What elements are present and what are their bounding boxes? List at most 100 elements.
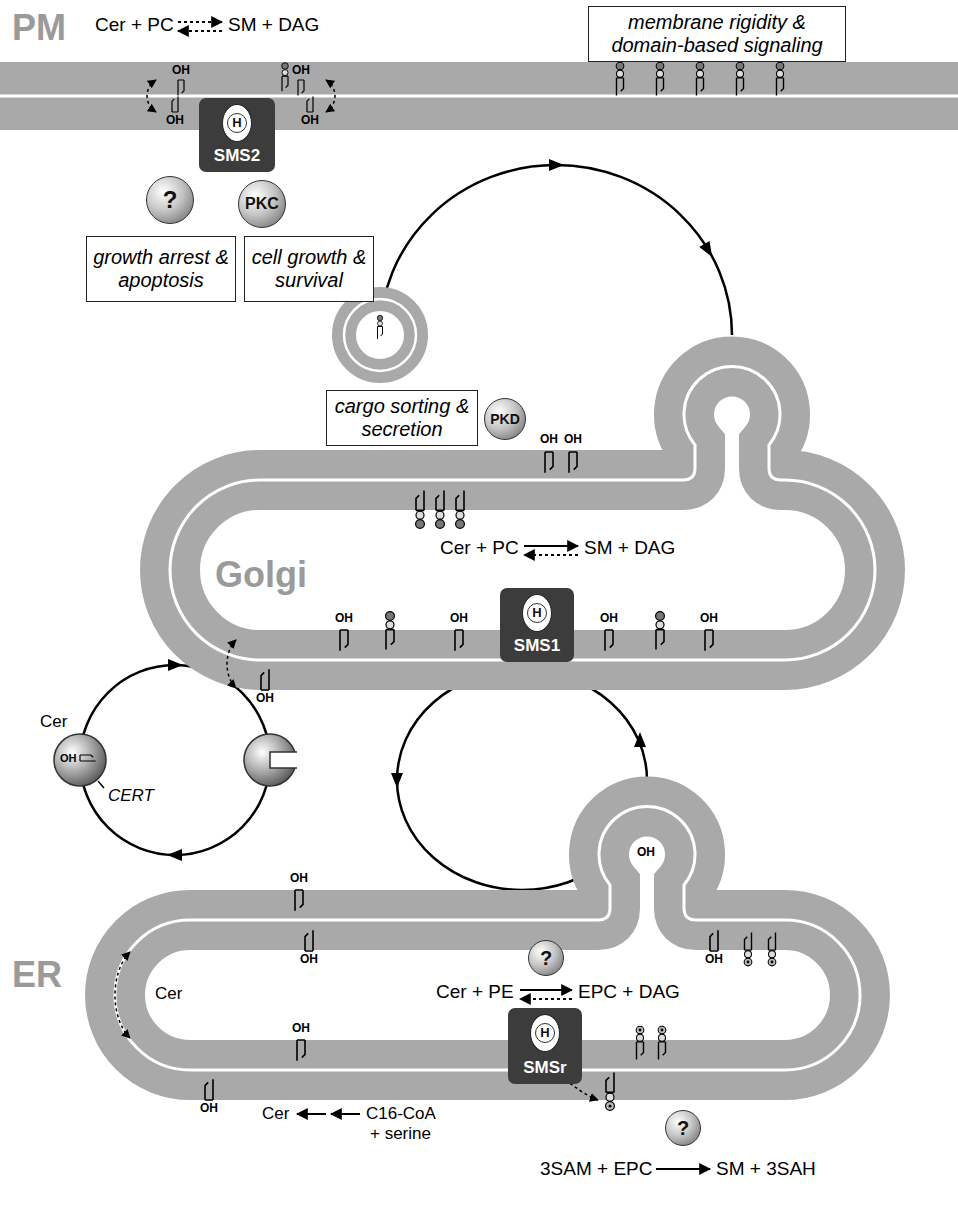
function-text: cargo sorting & secretion	[332, 395, 472, 441]
reaction-text: SM + DAG	[584, 537, 675, 559]
node-text: SMSr	[523, 1058, 566, 1084]
hydroxyl-label: OH	[290, 872, 308, 886]
organelle-shape: GolgiSMS1 H	[140, 320, 910, 700]
hydroxyl-label: OH	[172, 64, 190, 78]
active-site-oval: H	[522, 594, 552, 632]
label-anchor: OH	[290, 872, 308, 886]
hydroxyl-label: OH	[600, 612, 618, 626]
function-box: cargo sorting & secretion	[326, 390, 478, 446]
enzyme-box: SMS2 H	[199, 98, 275, 172]
label-anchor: Cer + PC	[95, 14, 174, 36]
unknown-factor-circle: ?	[528, 940, 564, 976]
label-anchor: OH	[172, 64, 190, 78]
compartment-label: Golgi	[215, 555, 307, 595]
node-text: SMS1	[514, 636, 560, 662]
function-box: growth arrest & apoptosis	[86, 236, 236, 302]
label-anchor: OH	[540, 433, 558, 447]
enzyme-box: SMS1 H	[500, 588, 574, 662]
label-anchor: SM + DAG	[584, 537, 675, 559]
node-text: H	[535, 1023, 555, 1043]
label-anchor: Cer	[155, 984, 182, 1004]
label-anchor: SM + 3SAH	[716, 1158, 816, 1180]
label-anchor: C16-CoA	[366, 1104, 436, 1124]
label-anchor: OH	[301, 114, 319, 128]
hydroxyl-label: OH	[300, 953, 318, 967]
label-anchor: Cer	[40, 712, 67, 732]
node-text: ?	[163, 188, 178, 212]
protein-label: CERT	[108, 786, 154, 806]
function-text: membrane rigidity & domain-based signali…	[594, 11, 840, 57]
unknown-factor-circle: ?	[665, 1110, 701, 1146]
label-anchor: OH	[300, 953, 318, 967]
function-box: membrane rigidity & domain-based signali…	[588, 6, 846, 62]
er-membrane	[0, 760, 900, 1120]
label-anchor: OH	[200, 1102, 218, 1116]
hydroxyl-label: OH	[166, 114, 184, 128]
node-text: H	[227, 113, 247, 133]
label-anchor: Cer	[262, 1104, 289, 1124]
hydroxyl-label: OH	[540, 433, 558, 447]
label-anchor: OH	[637, 846, 655, 860]
hydroxyl-label: OH	[637, 846, 655, 860]
unknown-factor-circle: ?	[146, 176, 194, 224]
reaction-text: Cer + PC	[95, 14, 174, 36]
node-text: H	[527, 603, 547, 623]
organelle-shape: ER? SMSr H	[0, 760, 900, 1120]
label-anchor: OH	[564, 433, 582, 447]
label-anchor: EPC + DAG	[578, 981, 680, 1003]
kinase-circle: PKD	[484, 398, 526, 440]
reaction-text: SM + 3SAH	[716, 1158, 816, 1180]
hydroxyl-label: OH	[335, 612, 353, 626]
label-anchor: OH	[600, 612, 618, 626]
label-anchor: SM + DAG	[228, 14, 319, 36]
hydroxyl-label: OH	[292, 64, 310, 78]
hydroxyl-label: OH	[200, 1102, 218, 1116]
node-text: ?	[677, 1118, 689, 1138]
label-anchor: OH	[700, 612, 718, 626]
hydroxyl-label: OH	[564, 433, 582, 447]
label-anchor: OH	[335, 612, 353, 626]
function-text: cell growth & survival	[250, 246, 368, 292]
lipid-label: Cer	[40, 712, 67, 732]
label-anchor: OH	[705, 953, 723, 967]
label-anchor: 3SAM + EPC	[540, 1158, 652, 1180]
lipid-label: C16-CoA	[366, 1104, 436, 1124]
reaction-text: EPC + DAG	[578, 981, 680, 1003]
kinase-circle: PKC	[238, 180, 286, 228]
hydroxyl-label: OH	[700, 612, 718, 626]
label-anchor: Cer + PE	[436, 981, 514, 1003]
label-anchor: OH	[166, 114, 184, 128]
reaction-text: Cer + PE	[436, 981, 514, 1003]
hydroxyl-label: OH	[60, 752, 77, 765]
lipid-label: Cer	[262, 1104, 289, 1124]
active-site-oval: H	[530, 1014, 560, 1052]
lipid-label: Cer	[155, 984, 182, 1004]
reaction-text: Cer + PC	[440, 537, 519, 559]
label-anchor: CERT	[108, 786, 154, 806]
function-box: cell growth & survival	[244, 236, 374, 302]
label-anchor: OH	[60, 752, 77, 765]
hydroxyl-label: OH	[301, 114, 319, 128]
hydroxyl-label: OH	[256, 692, 274, 706]
active-site-oval: H	[222, 104, 252, 142]
reaction-text: 3SAM + EPC	[540, 1158, 652, 1180]
label-anchor: Cer + PC	[440, 537, 519, 559]
label-anchor: OH	[450, 612, 468, 626]
node-text: ?	[540, 948, 552, 968]
compartment-label: PM	[12, 8, 66, 48]
label-anchor: OH	[256, 692, 274, 706]
label-anchor: + serine	[370, 1124, 431, 1144]
label-anchor: OH	[292, 1022, 310, 1036]
lipid-label: + serine	[370, 1124, 431, 1144]
reaction-text: SM + DAG	[228, 14, 319, 36]
compartment-label: ER	[12, 955, 62, 995]
node-text: PKD	[490, 412, 520, 426]
node-text: PKC	[245, 196, 279, 212]
hydroxyl-label: OH	[450, 612, 468, 626]
hydroxyl-label: OH	[705, 953, 723, 967]
enzyme-box: SMSr H	[508, 1008, 582, 1084]
label-anchor: OH	[292, 64, 310, 78]
hydroxyl-label: OH	[292, 1022, 310, 1036]
function-text: growth arrest & apoptosis	[92, 246, 230, 292]
node-text: SMS2	[214, 146, 260, 172]
